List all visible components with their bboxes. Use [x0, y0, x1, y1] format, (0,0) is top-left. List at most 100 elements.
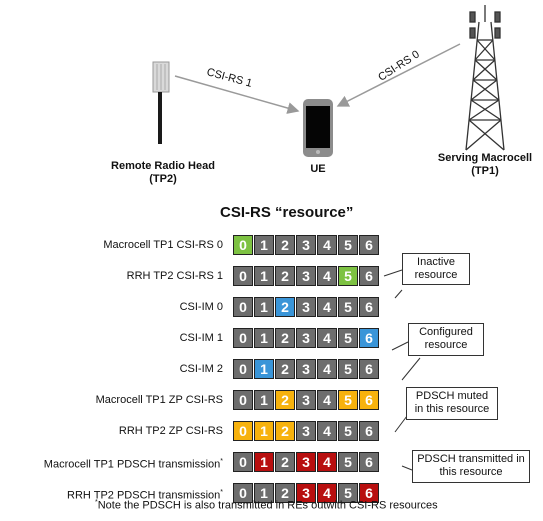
resource-cell: 4 — [317, 421, 337, 441]
resource-cell: 5 — [338, 328, 358, 348]
row-label-footnote-mark: * — [220, 458, 223, 465]
resource-cell: 2 — [275, 328, 295, 348]
row-label-text: CSI-IM 2 — [179, 363, 223, 375]
resource-cell: 1 — [254, 452, 274, 472]
resource-cell: 3 — [296, 328, 316, 348]
resource-cell: 3 — [296, 483, 316, 503]
resource-cell: 2 — [275, 421, 295, 441]
resource-cell: 0 — [233, 328, 253, 348]
resource-cell: 1 — [254, 483, 274, 503]
resource-cell: 2 — [275, 359, 295, 379]
resource-cell: 6 — [359, 297, 379, 317]
resource-cell: 6 — [359, 390, 379, 410]
row-label-text: CSI-IM 1 — [179, 332, 223, 344]
row-label: RRH TP2 PDSCH transmission* — [0, 482, 223, 507]
callout-configured-resource: Configured resource — [408, 323, 484, 356]
footnote-text: Note the PDSCH is also transmitted in RE… — [97, 499, 438, 512]
resource-cell: 6 — [359, 266, 379, 286]
rrh-label: Remote Radio Head (TP2) — [98, 160, 228, 186]
macrocell-title: Serving Macrocell — [437, 152, 533, 164]
resource-cell: 5 — [338, 483, 358, 503]
callout-pdsch-muted: PDSCH muted in this resource — [406, 387, 498, 420]
row-label: CSI-IM 1 — [0, 327, 223, 349]
resource-cell: 2 — [275, 390, 295, 410]
resource-cell: 1 — [254, 235, 274, 255]
row-label: RRH TP2 CSI-RS 1 — [0, 265, 223, 287]
resource-cell: 3 — [296, 390, 316, 410]
row-label-text: RRH TP2 CSI-RS 1 — [126, 270, 223, 282]
row-label: RRH TP2 ZP CSI-RS — [0, 420, 223, 442]
resource-cell: 1 — [254, 297, 274, 317]
resource-cell: 1 — [254, 390, 274, 410]
row-label: CSI-IM 0 — [0, 296, 223, 318]
resource-cell: 4 — [317, 266, 337, 286]
macrocell-label: Serving Macrocell (TP1) — [424, 152, 543, 178]
resource-cell: 4 — [317, 452, 337, 472]
resource-cell: 5 — [338, 266, 358, 286]
resource-cell: 5 — [338, 452, 358, 472]
resource-cell: 4 — [317, 235, 337, 255]
resource-cell: 2 — [275, 266, 295, 286]
resource-cell: 6 — [359, 328, 379, 348]
row-label-text: Macrocell TP1 ZP CSI-RS — [95, 394, 223, 406]
row-label-footnote-mark: * — [220, 489, 223, 496]
macrocell-subtitle: (TP1) — [471, 165, 499, 177]
resource-cell: 6 — [359, 235, 379, 255]
resource-cell: 5 — [338, 297, 358, 317]
resource-cell: 4 — [317, 297, 337, 317]
ue-phone-icon — [303, 99, 333, 157]
table-title: CSI-RS “resource” — [220, 204, 354, 221]
resource-cell: 2 — [275, 483, 295, 503]
macrocell-tower-icon — [465, 5, 505, 151]
resource-cell: 0 — [233, 390, 253, 410]
resource-cell: 3 — [296, 421, 316, 441]
row-label: Macrocell TP1 PDSCH transmission* — [0, 451, 223, 476]
resource-cell: 0 — [233, 421, 253, 441]
resource-cell: 3 — [296, 297, 316, 317]
resource-cell: 5 — [338, 421, 358, 441]
resource-cell: 0 — [233, 235, 253, 255]
network-diagram — [152, 5, 505, 157]
resource-cell: 0 — [233, 483, 253, 503]
resource-cell: 4 — [317, 359, 337, 379]
resource-cell: 6 — [359, 359, 379, 379]
row-label-text: CSI-IM 0 — [179, 301, 223, 313]
row-label: Macrocell TP1 CSI-RS 0 — [0, 234, 223, 256]
row-label-text: RRH TP2 ZP CSI-RS — [118, 425, 223, 437]
resource-cell: 0 — [233, 359, 253, 379]
csi-rs-0-arrow — [336, 43, 461, 107]
footnote-mark: * — [95, 499, 98, 506]
callout-inactive-resource: Inactive resource — [402, 253, 470, 285]
footnote: *Note the PDSCH is also transmitted in R… — [95, 499, 438, 512]
rrh-title: Remote Radio Head — [111, 160, 215, 172]
resource-cell: 1 — [254, 421, 274, 441]
resource-cell: 3 — [296, 452, 316, 472]
resource-cell: 0 — [233, 452, 253, 472]
resource-cell: 6 — [359, 452, 379, 472]
resource-cell: 2 — [275, 452, 295, 472]
resource-cell: 6 — [359, 483, 379, 503]
resource-cell: 4 — [317, 390, 337, 410]
callout-pdsch-transmitted: PDSCH transmitted in this resource — [412, 450, 530, 483]
row-label-text: RRH TP2 PDSCH transmission — [67, 489, 221, 502]
resource-cell: 1 — [254, 266, 274, 286]
resource-cell: 5 — [338, 390, 358, 410]
resource-cell: 2 — [275, 235, 295, 255]
row-label-text: Macrocell TP1 CSI-RS 0 — [103, 239, 223, 251]
resource-cell: 3 — [296, 235, 316, 255]
resource-cell: 2 — [275, 297, 295, 317]
resource-cell: 5 — [338, 359, 358, 379]
csi-rs-1-arrow — [174, 75, 300, 114]
resource-cell: 3 — [296, 266, 316, 286]
resource-cell: 0 — [233, 266, 253, 286]
